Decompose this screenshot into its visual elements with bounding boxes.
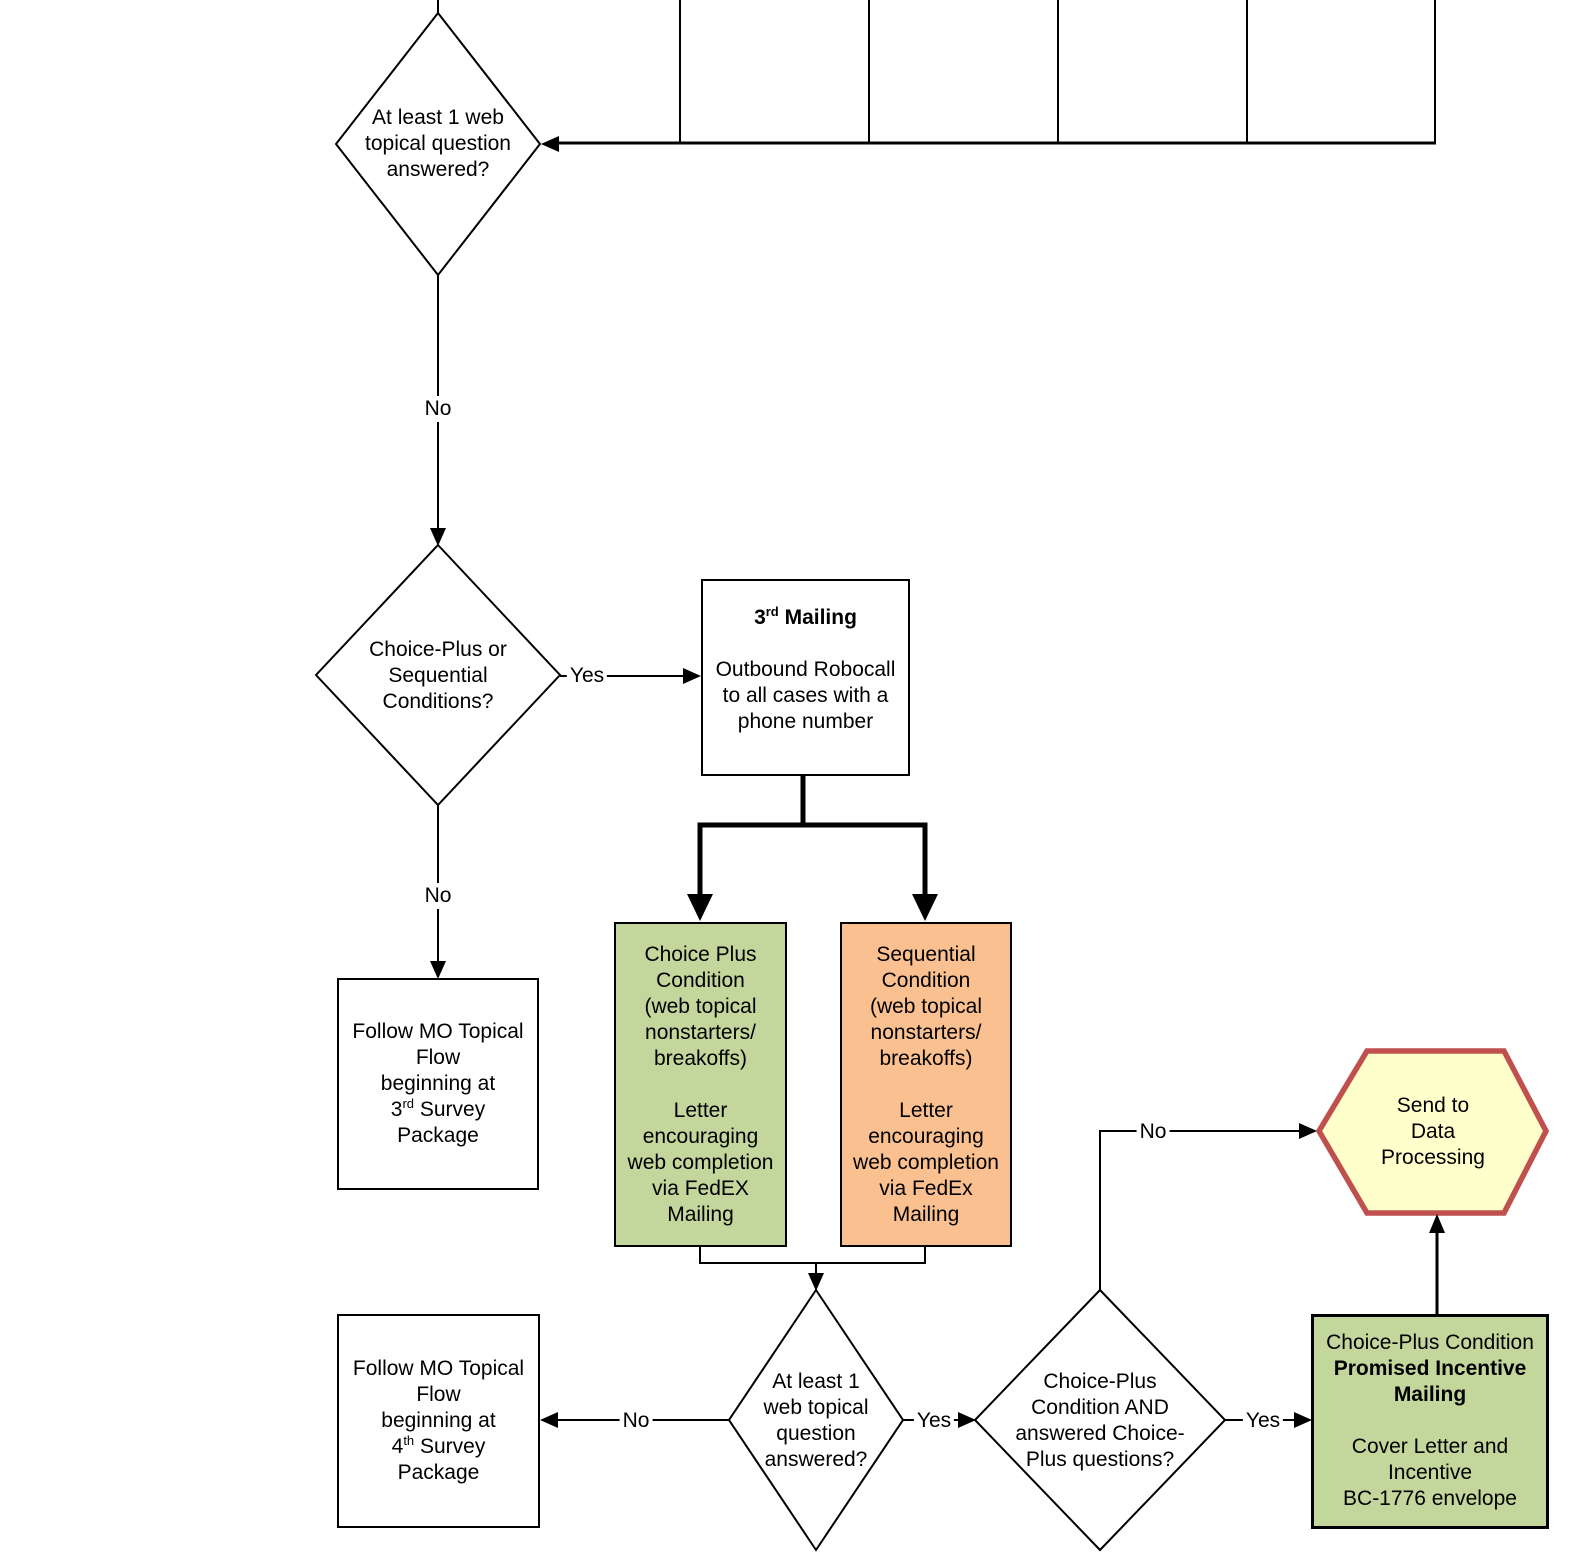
promised-incentive-box: Choice-Plus Condition Promised Incentive…	[1311, 1314, 1549, 1529]
connector-thick-split	[697, 775, 928, 896]
follow-mo-3rd-box: Follow MO Topical Flow beginning at 3rd …	[337, 978, 539, 1190]
decision-choice-plus-and-text: Choice-Plus Condition AND answered Choic…	[1015, 1370, 1185, 1471]
decision-choice-or-sequential-shape	[314, 543, 562, 807]
follow-mo-3rd-last-line: Package	[397, 1124, 479, 1147]
follow-mo-4th-last-line: Package	[397, 1461, 480, 1484]
arrowhead	[1299, 1123, 1317, 1139]
follow-mo-3rd-ordinal-line: 3rd Survey	[390, 1096, 486, 1121]
arrowhead	[430, 961, 446, 979]
decision-web-answered-bottom-shape	[727, 1288, 905, 1552]
arrowhead	[430, 528, 446, 546]
decision-choice-or-sequential-text: Choice-Plus or Sequential Conditions?	[369, 638, 507, 713]
arrowhead	[1429, 1214, 1445, 1233]
terminal-data-processing-text: Send to Data Processing	[1381, 1094, 1485, 1169]
arrowhead	[683, 668, 701, 684]
arrowhead	[540, 1412, 558, 1428]
connector-merge-bracket	[699, 1246, 926, 1275]
arrowhead	[958, 1412, 976, 1428]
terminal-data-processing-shape	[1315, 1048, 1550, 1216]
follow-mo-4th-body: Follow MO Topical Flow beginning at	[352, 1357, 525, 1432]
sequential-condition-box: Sequential Condition (web topical nonsta…	[840, 922, 1012, 1247]
edge-label-yes-web-bottom: Yes	[913, 1408, 955, 1434]
edge-label-yes-choice-plus-and: Yes	[1242, 1408, 1284, 1434]
arrowhead-thick	[912, 894, 938, 921]
third-mailing-title: 3rd Mailing	[754, 604, 857, 629]
edge-label-no-choice-seq: No	[421, 883, 455, 909]
promised-incentive-body: Cover Letter and Incentive BC-1776 envel…	[1343, 1435, 1517, 1510]
arrowhead-thick	[687, 894, 713, 921]
arrowhead	[808, 1273, 824, 1291]
choice-plus-condition-box: Choice Plus Condition (web topical nonst…	[614, 922, 787, 1247]
connector-no-choice-plus-and	[1099, 1130, 1301, 1290]
decision-choice-plus-and-shape	[973, 1288, 1227, 1552]
promised-incentive-line1: Choice-Plus Condition	[1326, 1331, 1534, 1354]
third-mailing-body: Outbound Robocall to all cases with a ph…	[715, 658, 896, 733]
edge-label-no-web-bottom: No	[619, 1408, 653, 1434]
edge-label-no-web-top: No	[421, 396, 455, 422]
follow-mo-3rd-body: Follow MO Topical Flow beginning at	[352, 1020, 524, 1095]
arrowhead	[541, 136, 559, 152]
connector-lines-top	[437, 0, 1436, 144]
decision-web-answered-top-text: At least 1 web topical question answered…	[365, 106, 511, 181]
edge-label-yes-choice-seq: Yes	[566, 663, 608, 689]
decision-web-answered-top-shape	[334, 11, 542, 277]
follow-mo-4th-ordinal-line: 4th Survey	[391, 1433, 486, 1458]
third-mailing-box: 3rd Mailing Outbound Robocall to all cas…	[701, 579, 910, 776]
edge-label-no-choice-plus-and: No	[1136, 1119, 1170, 1145]
promised-incentive-bold: Promised Incentive Mailing	[1333, 1357, 1527, 1406]
follow-mo-4th-box: Follow MO Topical Flow beginning at 4th …	[337, 1314, 540, 1528]
arrowhead	[1294, 1412, 1312, 1428]
decision-web-answered-bottom-text: At least 1 web topical question answered…	[763, 1370, 869, 1471]
